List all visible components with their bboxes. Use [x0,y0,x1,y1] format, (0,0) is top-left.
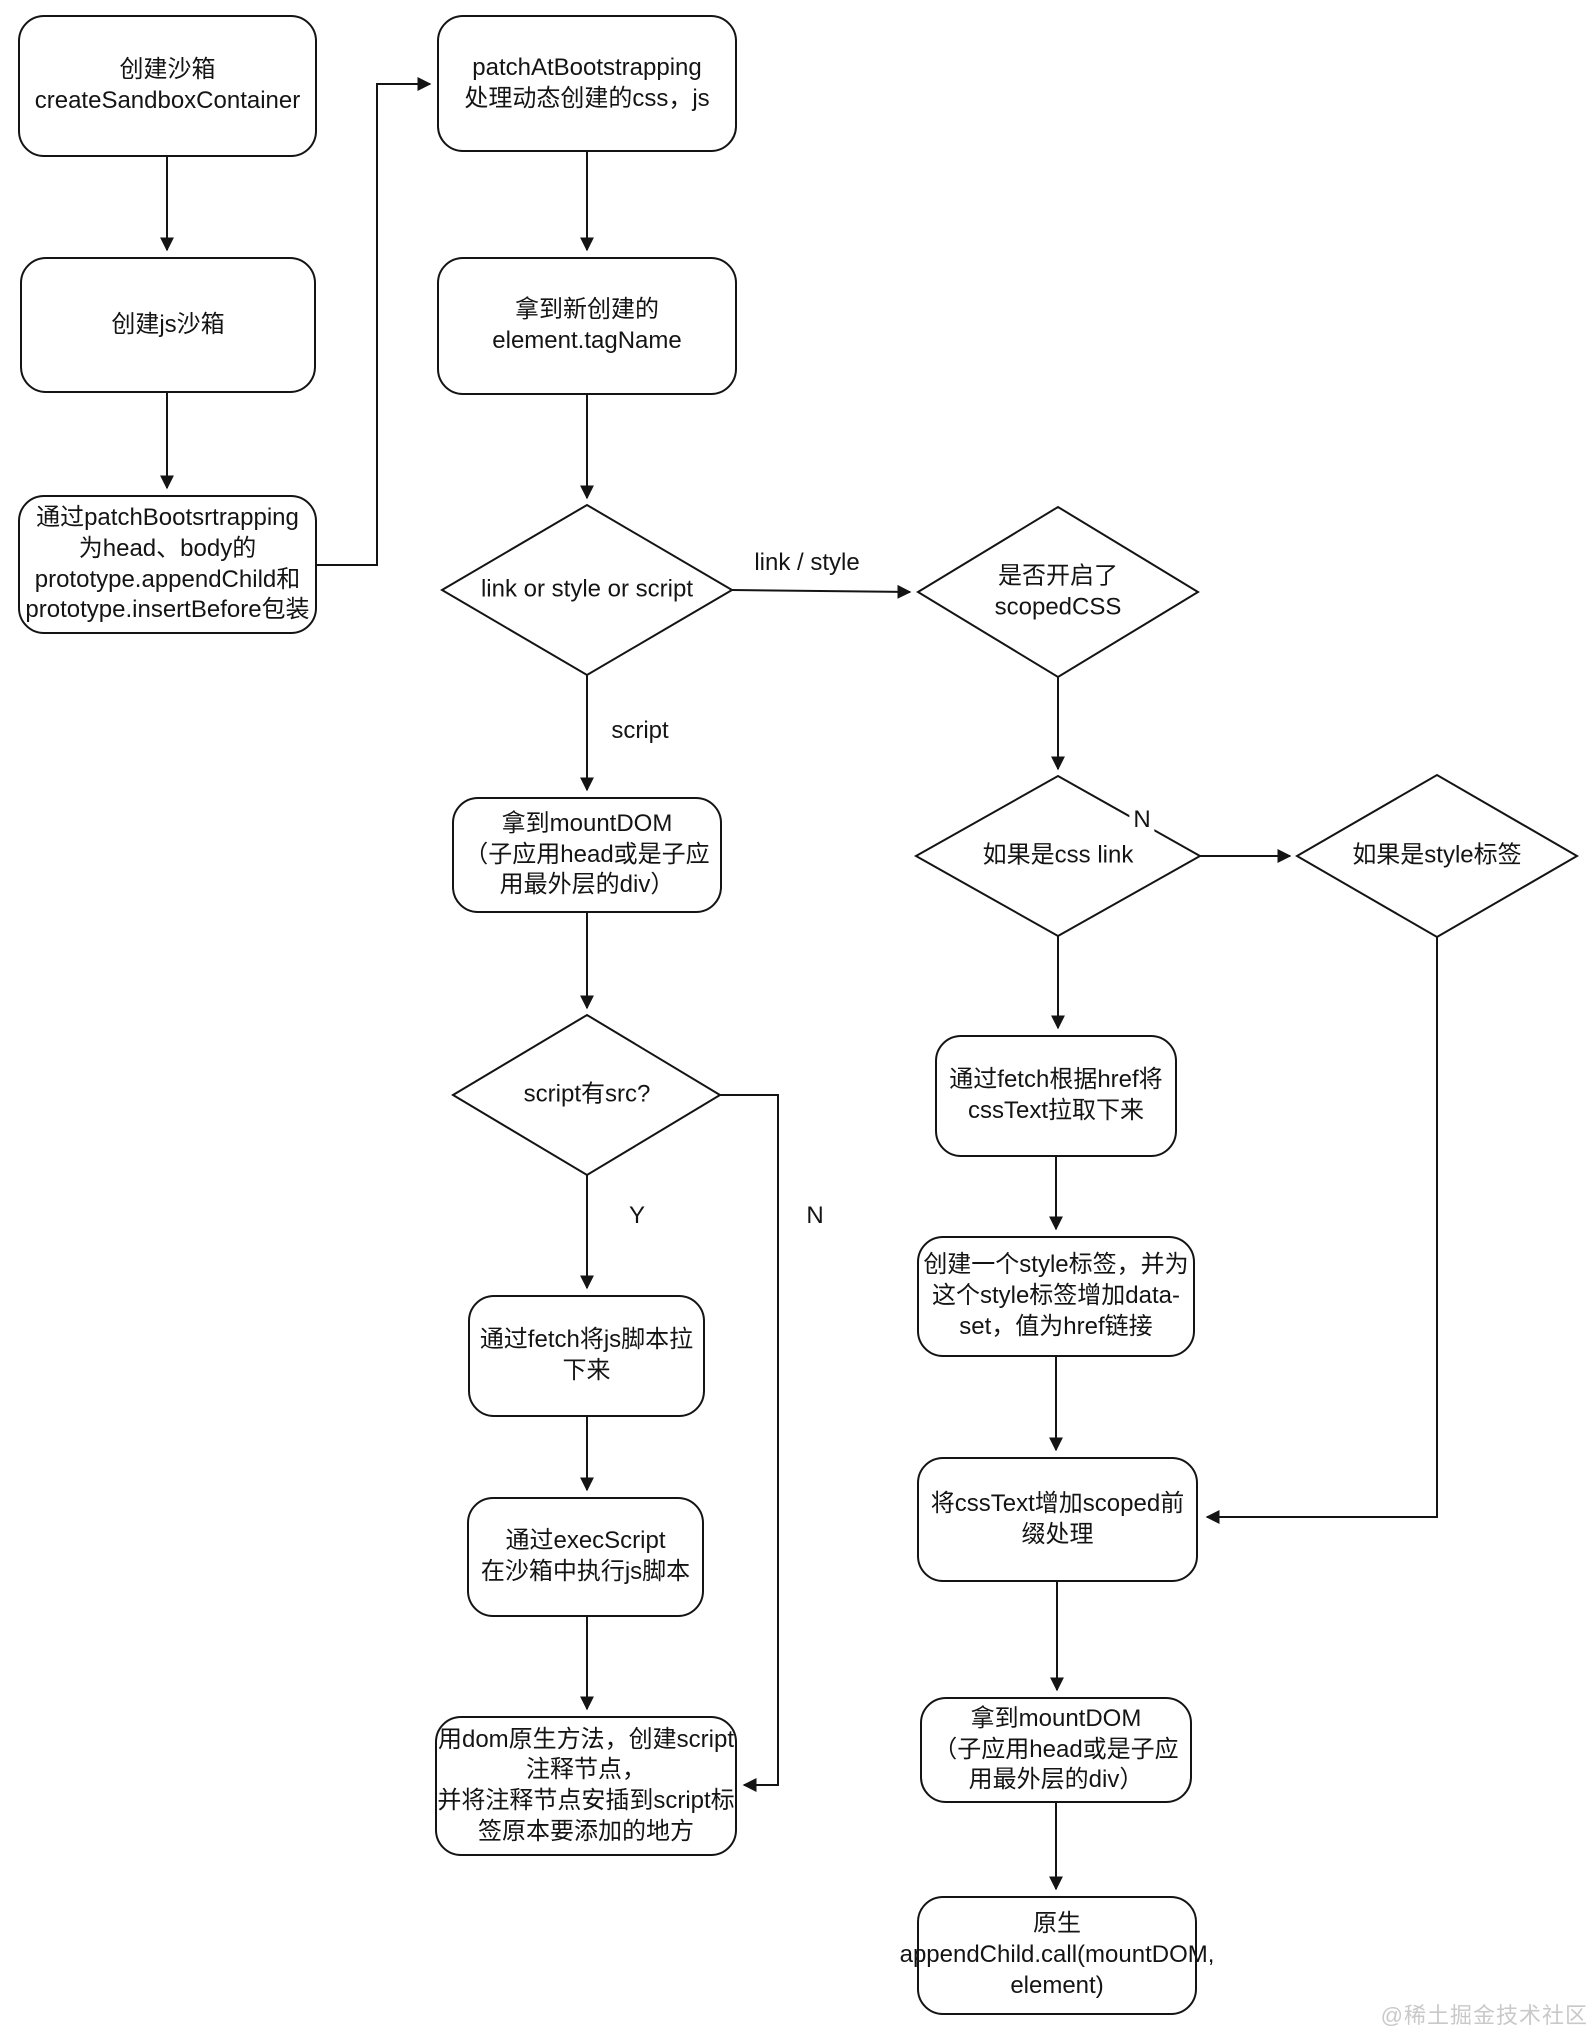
edge-label-no-script-src: N [802,1202,828,1230]
node-fetch-js: 通过fetch将js脚本拉 下来 [468,1295,705,1417]
node-get-mount-dom-left-label: 拿到mountDOM （子应用head或是子应 用最外层的div） [464,809,710,899]
decision-script-src-shape [451,1013,722,1177]
node-get-mount-dom-right: 拿到mountDOM （子应用head或是子应 用最外层的div） [920,1697,1192,1803]
node-patch-at-bootstrapping-label: patchAtBootstrapping 处理动态创建的css，js [464,53,710,112]
node-create-style-tag: 创建一个style标签，并为 这个style标签增加data- set，值为hr… [917,1236,1195,1357]
edge-style-tag-to-scoped-prefix [1205,937,1438,1524]
node-create-sandbox: 创建沙箱 createSandboxContainer [18,15,317,157]
node-get-tag-name-label: 拿到新创建的 element.tagName [492,296,682,354]
node-fetch-css-text-label: 通过fetch根据href将 cssText拉取下来 [949,1066,1163,1124]
decision-tag-type-shape [440,503,734,677]
node-patch-bootstrapping-wrap: 通过patchBootsrtrapping 为head、body的 protot… [18,495,317,634]
edge-script-src-no [720,1094,779,1792]
edge-patch-wrap-to-patch-at-bootstrapping [317,77,432,566]
decision-style-tag-shape [1295,773,1579,939]
node-create-js-sandbox-label: 创建js沙箱 [111,310,225,338]
node-native-append-child-label: 原生 appendChild.call(mountDOM, element) [899,1910,1215,1999]
node-create-style-tag-label: 创建一个style标签，并为 这个style标签增加data- set，值为hr… [923,1251,1189,1340]
node-patch-at-bootstrapping: patchAtBootstrapping 处理动态创建的css，js [437,15,737,152]
node-get-mount-dom-right-label: 拿到mountDOM （子应用head或是子应 用最外层的div） [933,1704,1179,1794]
watermark-text: @稀土掘金技术社区 [1380,2003,1588,2028]
node-native-append-child: 原生 appendChild.call(mountDOM, element) [900,1896,1214,2015]
node-exec-script-label: 通过execScript 在沙箱中执行js脚本 [480,1527,691,1585]
node-add-scoped-prefix-label: 将cssText增加scoped前 缀处理 [930,1489,1185,1548]
decision-style-tag-label: 如果是style标签 [1352,841,1522,869]
decision-tag-type-label: link or style or script [480,575,694,603]
node-create-comment-node-label: 用dom原生方法，创建script 注释节点， 并将注释节点安插到script标… [437,1725,735,1845]
decision-css-link-label: 如果是css link [982,841,1134,869]
node-get-tag-name: 拿到新创建的 element.tagName [437,257,737,395]
node-fetch-css-text: 通过fetch根据href将 cssText拉取下来 [935,1035,1177,1157]
node-create-comment-node: 用dom原生方法，创建script 注释节点， 并将注释节点安插到script标… [435,1716,737,1856]
edge-label-yes: Y [624,1202,650,1230]
node-create-js-sandbox: 创建js沙箱 [20,257,316,393]
node-create-sandbox-label: 创建沙箱 createSandboxContainer [34,56,301,114]
edge-link-style-branch [731,584,912,599]
edge-label-script: script [607,717,673,745]
decision-script-src-label: script有src? [523,1080,651,1108]
node-exec-script: 通过execScript 在沙箱中执行js脚本 [467,1497,704,1617]
decision-scoped-css-label: 是否开启了 scopedCSS [994,562,1122,620]
node-fetch-js-label: 通过fetch将js脚本拉 下来 [479,1326,694,1384]
edge-label-no-css-link: N [1129,806,1155,834]
node-add-scoped-prefix: 将cssText增加scoped前 缀处理 [917,1457,1198,1582]
node-get-mount-dom-left: 拿到mountDOM （子应用head或是子应 用最外层的div） [452,797,722,913]
edge-label-link-style: link / style [750,549,864,577]
decision-scoped-css-shape [916,505,1200,679]
decision-css-link-shape [913,774,1203,938]
node-patch-bootstrapping-wrap-label: 通过patchBootsrtrapping 为head、body的 protot… [25,504,310,624]
